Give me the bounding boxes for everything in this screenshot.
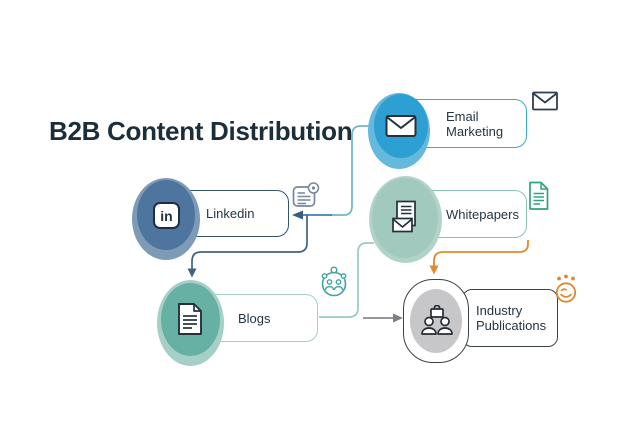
envelope-outline-icon [532,91,558,111]
node-label: Publications [476,318,547,333]
arrowhead-into-blogs [187,268,197,278]
edge-to-blogs [191,215,308,269]
arrowhead-into-linkedin [292,210,303,220]
document-icon [178,303,202,335]
smiley-celebration-icon [555,274,577,303]
node-label: Blogs [238,310,271,326]
linkedin-logo-text: in [160,207,173,224]
edge-whitepapers-to-industry [433,240,529,266]
envelope-icon [385,115,417,137]
arrowhead-into-industry-top [429,265,439,275]
documents-envelope-icon [392,200,416,233]
people-podium-icon [421,305,453,335]
edge-whitepapers-to-blogs [319,242,374,318]
node-label: Linkedin [206,206,255,221]
article-gear-icon [292,182,320,207]
node-label: Email [446,108,479,124]
node-label: Whitepapers [446,206,519,222]
edge-email-to-linkedin-vertical [330,125,378,216]
document-icon [529,181,549,210]
node-label: Industry [476,303,523,318]
community-icon [321,266,347,297]
node-industry-publications[interactable]: Industry Publications [462,289,558,347]
industry-ellipse [410,289,462,353]
arrowhead-into-industry-left [393,313,403,323]
linkedin-logo: in [153,202,180,229]
node-label: Marketing [446,123,504,139]
page-title: B2B Content Distribution [49,116,353,146]
